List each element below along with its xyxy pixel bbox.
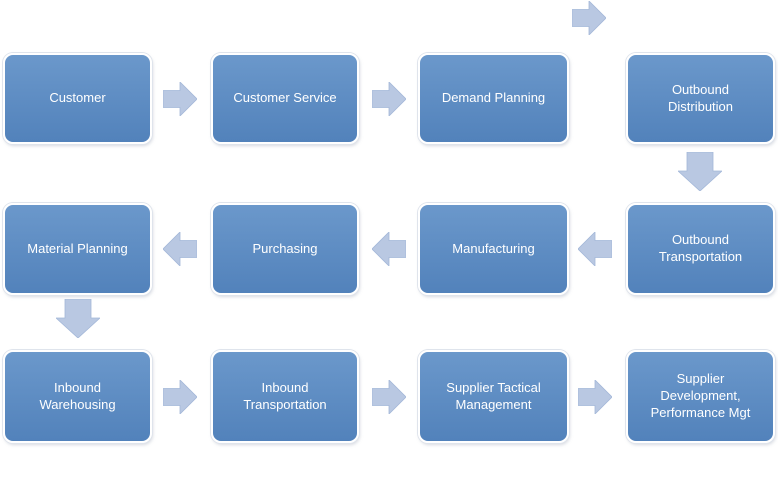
down-arrow-icon (678, 152, 722, 191)
connector-outbound-transportation-to-manufacturing (578, 232, 612, 266)
node-outbound-transportation: Outbound Transportation (626, 203, 775, 295)
connector-manufacturing-to-purchasing (372, 232, 406, 266)
node-demand-planning: Demand Planning (418, 53, 569, 144)
node-material-planning: Material Planning (3, 203, 152, 295)
node-inbound-warehousing: Inbound Warehousing (3, 350, 152, 443)
node-manufacturing: Manufacturing (418, 203, 569, 295)
connector-outbound-distribution-to-outbound-transportation (678, 152, 722, 191)
left-arrow-icon (578, 232, 612, 266)
right-arrow-icon (572, 1, 606, 35)
down-arrow-icon (56, 299, 100, 338)
connector-supplier-tactical-management-to-supplier-development (578, 380, 612, 414)
connector-purchasing-to-material-planning (163, 232, 197, 266)
node-supplier-tactical-management: Supplier Tactical Management (418, 350, 569, 443)
connector-demand-planning-to-outbound-distribution (572, 1, 606, 35)
left-arrow-icon (163, 232, 197, 266)
connector-inbound-warehousing-to-inbound-transportation (163, 380, 197, 414)
connector-customer-to-customer-service (163, 82, 197, 116)
node-customer: Customer (3, 53, 152, 144)
right-arrow-icon (372, 82, 406, 116)
node-customer-service: Customer Service (211, 53, 359, 144)
node-outbound-distribution: Outbound Distribution (626, 53, 775, 144)
node-inbound-transportation: Inbound Transportation (211, 350, 359, 443)
right-arrow-icon (163, 380, 197, 414)
left-arrow-icon (372, 232, 406, 266)
connector-customer-service-to-demand-planning (372, 82, 406, 116)
node-purchasing: Purchasing (211, 203, 359, 295)
connector-inbound-transportation-to-supplier-tactical-management (372, 380, 406, 414)
right-arrow-icon (578, 380, 612, 414)
node-supplier-development: Supplier Development, Performance Mgt (626, 350, 775, 443)
connector-material-planning-to-inbound-warehousing (56, 299, 100, 338)
right-arrow-icon (163, 82, 197, 116)
right-arrow-icon (372, 380, 406, 414)
